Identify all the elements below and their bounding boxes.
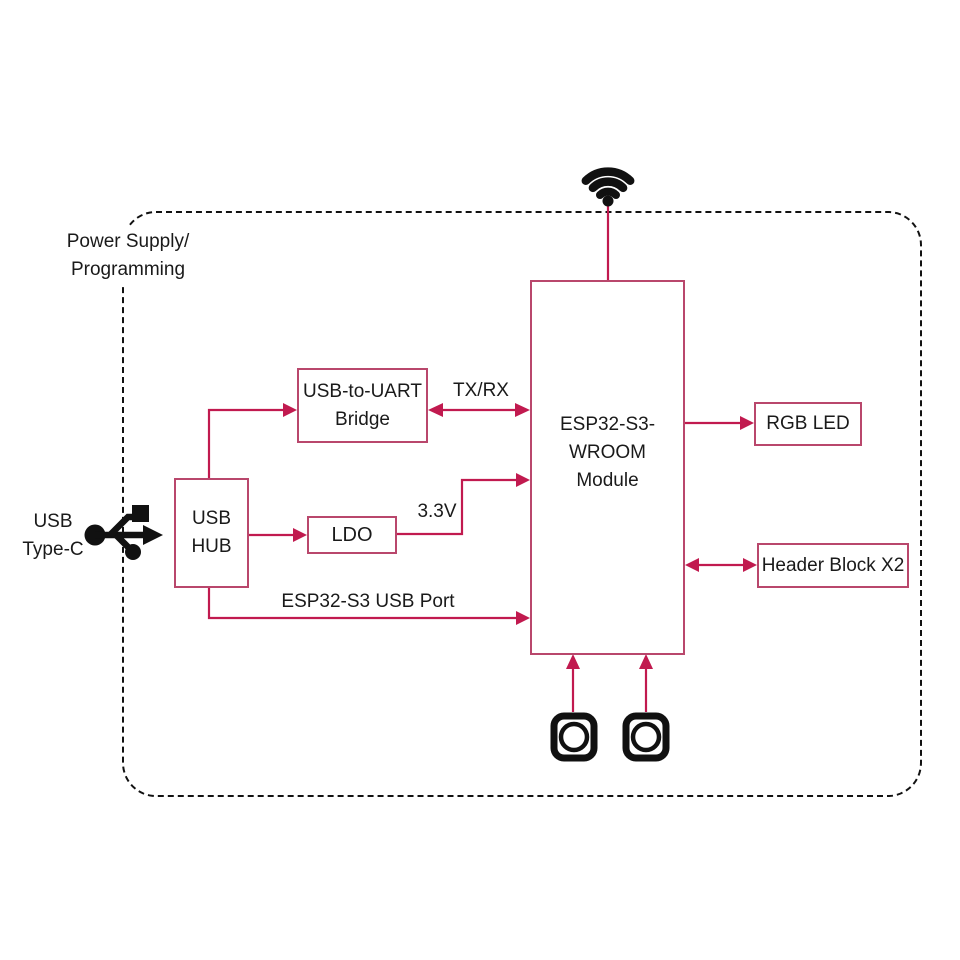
ldo-box: LDO bbox=[307, 516, 397, 554]
hub-to-bridge-connector bbox=[207, 403, 297, 478]
ldo-label: LDO bbox=[331, 524, 373, 546]
txrx-connector bbox=[428, 403, 530, 417]
button2-connector bbox=[639, 654, 653, 712]
usb-hub-box: USB HUB bbox=[174, 478, 249, 588]
hub-to-ldo-connector bbox=[248, 528, 307, 542]
usb-hub-label-line1: USB bbox=[191, 508, 232, 529]
txrx-label: TX/RX bbox=[453, 380, 509, 401]
button1-connector bbox=[566, 654, 580, 712]
esp32-label-line3: Module bbox=[576, 469, 639, 491]
power-supply-region-outline bbox=[122, 211, 922, 797]
esp32-to-rgbled-connector bbox=[685, 416, 754, 430]
esp32-label-line2: WROOM bbox=[568, 441, 647, 463]
usb-to-uart-bridge-box: USB-to-UART Bridge bbox=[297, 368, 428, 443]
v33-label: 3.3V bbox=[417, 501, 457, 522]
usb-type-c-label-line2: Type-C bbox=[22, 539, 84, 560]
wifi-icon bbox=[581, 167, 635, 207]
rgb-led-box: RGB LED bbox=[754, 402, 862, 446]
bridge-label-line1: USB-to-UART bbox=[303, 380, 422, 402]
ldo-to-esp32-connector bbox=[397, 473, 530, 536]
usb-port-connector bbox=[207, 588, 530, 625]
power-supply-label-line2: Programming bbox=[70, 259, 186, 280]
esp32-to-header-connector bbox=[685, 558, 757, 572]
usb-type-c-label-line1: USB bbox=[33, 511, 73, 532]
bridge-label-line2: Bridge bbox=[335, 408, 390, 430]
push-button-icon bbox=[550, 712, 598, 762]
rgb-led-label: RGB LED bbox=[766, 413, 850, 434]
push-button-icon bbox=[622, 712, 670, 762]
esp32-module-box: ESP32-S3- WROOM Module bbox=[530, 280, 685, 655]
usb-type-c-label: USB Type-C bbox=[22, 508, 83, 564]
esp32-label-line1: ESP32-S3- bbox=[559, 413, 656, 435]
header-block-label: Header Block X2 bbox=[761, 554, 905, 576]
usb-hub-label-line2: HUB bbox=[191, 536, 232, 557]
power-supply-label-line1: Power Supply/ bbox=[66, 231, 190, 252]
power-supply-label: Power Supply/ Programming bbox=[62, 227, 194, 285]
header-block-box: Header Block X2 bbox=[757, 543, 909, 588]
usb-trident-icon bbox=[84, 505, 163, 560]
usb-port-label: ESP32-S3 USB Port bbox=[281, 591, 455, 612]
